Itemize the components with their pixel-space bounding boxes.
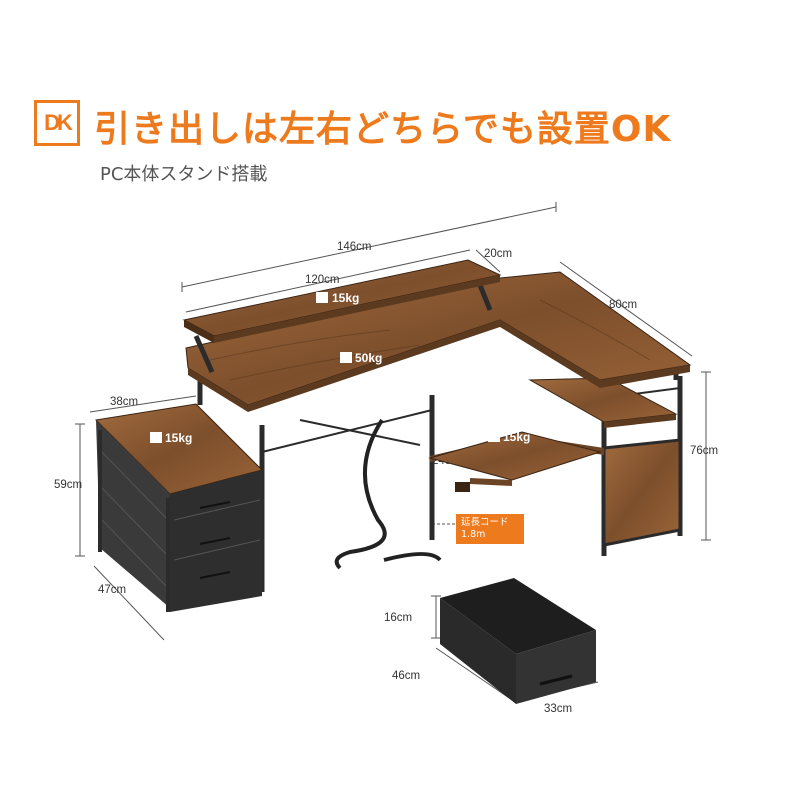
dim-side-width: 80cm [609,299,637,311]
drawer-cabinet [94,403,263,612]
weight-icon [150,432,162,443]
dim-drawer-depth: 46cm [392,670,420,682]
dim-shelf-depth: 20cm [484,248,512,260]
page-subtitle: PC本体スタンド搭載 [100,164,268,185]
dim-cabinet-depth: 47cm [98,584,126,596]
dim-total-width: 146cm [337,241,372,253]
dim-cabinet-height: 59cm [54,479,82,491]
dim-monitor-width: 120cm [305,274,340,286]
dim-drawer-width: 33cm [544,703,572,715]
cord-tag-label: 延長コード [461,517,509,528]
dim-height: 76cm [690,445,718,457]
load-monitor-shelf: 15kg [332,291,359,305]
power-cord [334,418,387,570]
dim-drawer-height: 16cm [384,612,412,624]
monitor-shelf [182,259,502,374]
load-cabinet: 15kg [165,431,192,445]
fabric-drawer [440,578,596,704]
load-labels: 15kg 50kg 15kg 15kg [150,291,530,445]
load-stand: 15kg [503,430,530,444]
load-desktop: 50kg [355,351,382,365]
weight-icon [340,352,352,363]
weight-icon [316,292,328,303]
weight-icon [488,431,500,442]
desktop [185,271,692,412]
page-title: 引き出しは左右どちらでも設置OK [94,109,672,150]
cord-tag: 延長コード 1.8m [456,514,524,544]
dim-cabinet-width: 38cm [110,396,138,408]
cord-tag-length: 1.8m [461,529,486,540]
brand-logo: DK [34,100,80,146]
